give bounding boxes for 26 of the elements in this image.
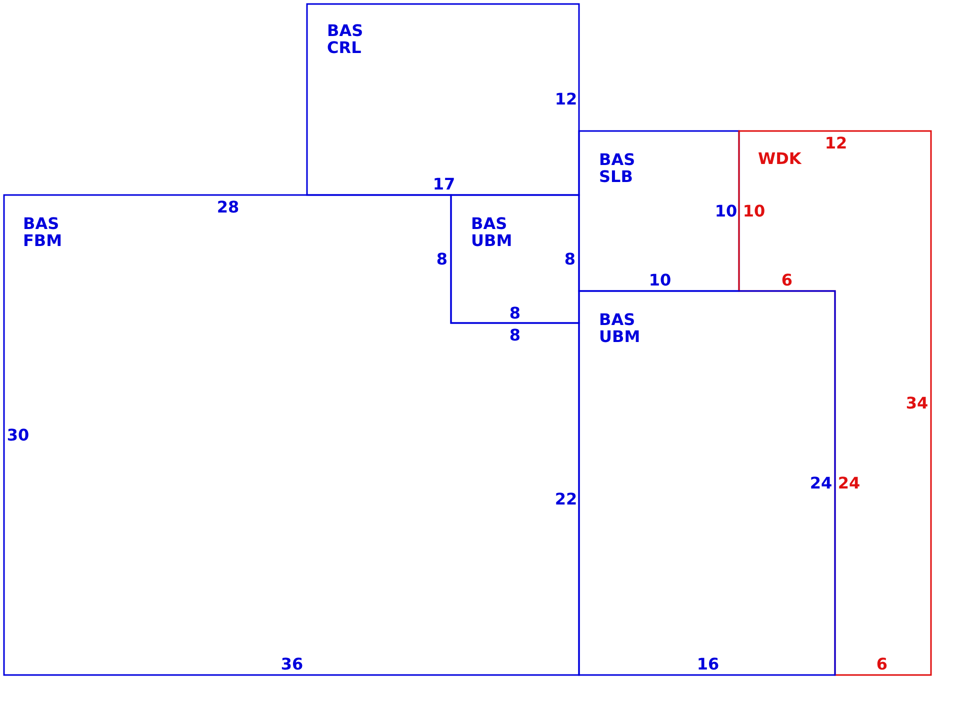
dimension-label: 22: [554, 490, 578, 508]
dimension-label: 6: [781, 272, 793, 288]
dimension-label: 8: [509, 304, 521, 322]
dimension-label: 8: [436, 250, 448, 268]
dimension-label: 6: [876, 656, 888, 672]
dimension-label: 24: [810, 474, 832, 492]
room-label: BAS UBM: [599, 311, 640, 345]
room-label: BAS CRL: [327, 22, 364, 56]
dimension-label: 12: [554, 90, 578, 108]
dimension-label: 30: [6, 426, 30, 444]
room-label: BAS UBM: [471, 215, 512, 249]
dimension-label: 8: [509, 326, 521, 344]
dimension-label: 10: [742, 202, 766, 220]
dimension-label: 24: [838, 474, 860, 492]
room-label: WDK: [758, 150, 802, 167]
dimension-label: 17: [432, 176, 456, 192]
dimension-label: 36: [280, 656, 304, 672]
dimension-label: 12: [824, 134, 848, 152]
dimension-label: 8: [564, 250, 576, 268]
room-label: BAS FBM: [23, 215, 62, 249]
dimension-label: 10: [648, 272, 672, 288]
dimension-label: 34: [906, 394, 928, 412]
dimension-label: 16: [696, 656, 720, 672]
dimension-label: 28: [216, 198, 240, 216]
room-label: BAS SLB: [599, 151, 636, 185]
dimension-label: 10: [714, 202, 738, 220]
